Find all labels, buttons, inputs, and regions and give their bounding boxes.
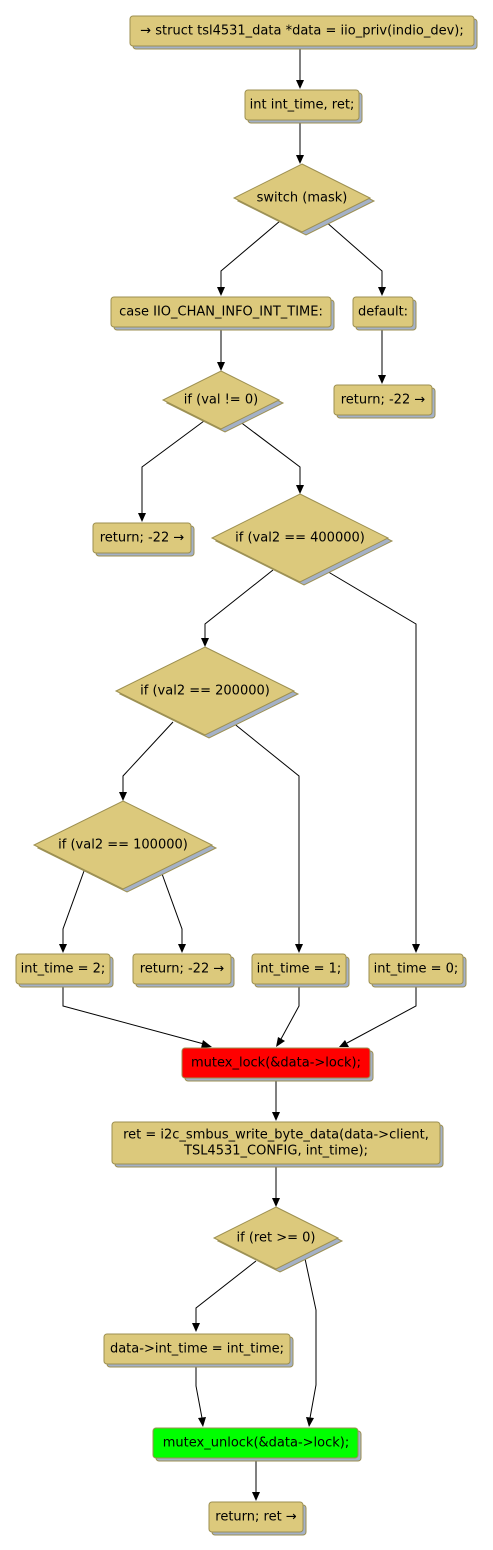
edge-ifret-unlock	[303, 1253, 317, 1419]
mutex-unlock-node: mutex_unlock(&data->lock);	[152, 1427, 362, 1462]
return-100000-node: return; -22 →	[132, 953, 235, 988]
return-val-label: return; -22 →	[100, 531, 185, 546]
int-time-0-label: int_time = 0;	[374, 962, 459, 977]
edge-ifval-if400000	[238, 420, 301, 485]
edge-int2-lock	[62, 984, 205, 1045]
mutex-lock-label: mutex_lock(&data->lock);	[191, 1056, 361, 1071]
return-default-label: return; -22 →	[341, 393, 426, 408]
return-ret-node: return; ret →	[208, 1501, 307, 1536]
edge-if100000-return	[160, 870, 183, 944]
case-label: case IIO_CHAN_INFO_INT_TIME:	[119, 305, 323, 320]
arrowhead	[295, 944, 303, 953]
edge-assign-unlock	[195, 1364, 203, 1419]
edge-switch-case	[220, 220, 281, 287]
arrowhead	[192, 1323, 200, 1332]
arrowhead	[272, 1198, 280, 1207]
return-val-node: return; -22 →	[92, 522, 195, 557]
write-config-label-line1: ret = i2c_smbus_write_byte_data(data->cl…	[123, 1128, 429, 1143]
switch-decision: switch (mask)	[232, 163, 376, 236]
arrowhead	[59, 944, 67, 953]
arrowhead	[138, 513, 146, 522]
arrowhead	[339, 1040, 349, 1047]
if-400000-label: if (val2 == 400000)	[235, 531, 365, 546]
return-ret-label: return; ret →	[215, 1510, 297, 1525]
arrowhead	[198, 1417, 206, 1427]
if-100000-label: if (val2 == 100000)	[58, 838, 188, 853]
int-time-0-node: int_time = 0;	[368, 953, 467, 988]
edge-if200000-int1	[231, 721, 300, 944]
arrowhead	[378, 375, 386, 384]
write-config-node: ret = i2c_smbus_write_byte_data(data->cl…	[111, 1121, 444, 1168]
int-time-2-label: int_time = 2;	[21, 962, 106, 977]
arrowhead	[252, 1492, 260, 1501]
int-time-2-node: int_time = 2;	[15, 953, 114, 988]
return-100000-label: return; -22 →	[140, 962, 225, 977]
start-node: → struct tsl4531_data *data = iio_priv(i…	[129, 15, 478, 50]
default-label: default:	[358, 305, 408, 320]
arrowhead	[296, 155, 304, 164]
edge-switch-default	[324, 220, 383, 287]
arrowhead	[272, 1112, 280, 1121]
if-400000-decision: if (val2 == 400000)	[210, 493, 394, 586]
write-config-label-line2: TSL4531_CONFIG, int_time);	[183, 1144, 368, 1159]
arrowhead	[201, 638, 209, 647]
arrowhead	[119, 792, 127, 801]
if-val-label: if (val != 0)	[184, 393, 258, 408]
arrowhead	[296, 80, 304, 89]
if-200000-decision: if (val2 == 200000)	[114, 646, 300, 739]
arrowhead	[217, 362, 225, 371]
declaration-node: int int_time, ret;	[244, 89, 363, 124]
int-time-1-label: int_time = 1;	[257, 962, 342, 977]
edge-if100000-int2	[62, 870, 85, 944]
edge-if400000-if200000	[204, 569, 274, 638]
mutex-unlock-label: mutex_unlock(&data->lock);	[163, 1436, 349, 1451]
edge-ifval-return	[141, 420, 205, 513]
if-val-decision: if (val != 0)	[161, 370, 285, 433]
edge-int0-lock	[346, 984, 417, 1044]
arrowhead	[217, 287, 225, 296]
edge-if200000-if100000	[122, 721, 174, 792]
declaration-label: int int_time, ret;	[250, 98, 355, 113]
assign-int-time-node: data->int_time = int_time;	[103, 1333, 294, 1368]
return-default-node: return; -22 →	[333, 384, 436, 419]
if-200000-label: if (val2 == 200000)	[140, 684, 270, 699]
if-100000-decision: if (val2 == 100000)	[32, 800, 218, 893]
int-time-1-node: int_time = 1;	[251, 953, 350, 988]
arrowhead	[412, 944, 420, 953]
assign-int-time-label: data->int_time = int_time;	[110, 1342, 284, 1357]
if-ret-label: if (ret >= 0)	[237, 1231, 316, 1246]
arrowhead	[306, 1417, 314, 1427]
if-ret-decision: if (ret >= 0)	[212, 1206, 344, 1273]
start-label: → struct tsl4531_data *data = iio_priv(i…	[140, 24, 464, 39]
arrowhead	[201, 1040, 212, 1048]
arrowhead	[296, 485, 304, 494]
edge-if400000-int0	[324, 569, 417, 944]
arrowhead	[276, 1037, 285, 1047]
edge-ifret-assign	[195, 1260, 257, 1323]
edges	[59, 46, 420, 1501]
edge-int1-lock	[280, 984, 300, 1040]
default-node: default:	[352, 296, 417, 331]
arrowhead	[378, 287, 386, 296]
arrowhead	[178, 944, 186, 953]
mutex-lock-node: mutex_lock(&data->lock);	[181, 1047, 374, 1082]
switch-label: switch (mask)	[257, 191, 348, 206]
case-node: case IIO_CHAN_INFO_INT_TIME:	[110, 296, 335, 331]
